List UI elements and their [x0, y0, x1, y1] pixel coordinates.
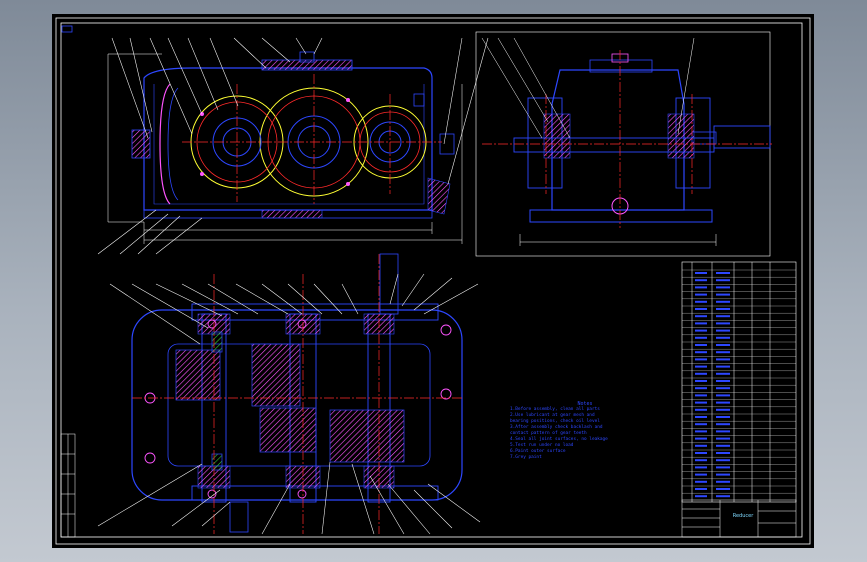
- parts-row-mark: [695, 473, 707, 476]
- note-line-7: 5.Test run under no load: [510, 443, 574, 448]
- parts-row-mark: [716, 416, 730, 418]
- parts-row-mark: [695, 394, 707, 397]
- parts-row-mark: [716, 387, 730, 390]
- parts-row-mark: [716, 380, 730, 382]
- title-block: [681, 499, 797, 538]
- parts-row-mark: [695, 387, 707, 390]
- parts-row-mark: [695, 495, 707, 498]
- front-view: [97, 37, 489, 255]
- note-line-9: 7.Grey paint: [510, 455, 542, 460]
- parts-row-mark: [695, 416, 707, 418]
- outer-frame: [55, 17, 811, 545]
- parts-row-mark: [716, 336, 730, 339]
- parts-row-mark: [716, 480, 730, 483]
- parts-row-mark: [716, 344, 730, 346]
- parts-row-mark: [716, 351, 730, 354]
- parts-row-mark: [695, 322, 707, 325]
- parts-row-mark: [716, 437, 730, 440]
- parts-row-mark: [695, 286, 707, 289]
- parts-row-mark: [716, 286, 730, 289]
- parts-row-mark: [695, 430, 707, 433]
- parts-row-mark: [695, 480, 707, 483]
- parts-row-mark: [716, 423, 730, 426]
- parts-row-mark: [716, 401, 730, 404]
- parts-row-mark: [695, 351, 707, 354]
- notes-title: Notes: [577, 401, 593, 407]
- parts-row-mark: [716, 394, 730, 397]
- parts-row-mark: [695, 459, 707, 462]
- parts-row-mark: [695, 293, 707, 296]
- side-view: [475, 31, 772, 257]
- parts-row-mark: [716, 358, 730, 361]
- parts-row-mark: [716, 300, 730, 303]
- drawing-sheet: Notes 1.Before assembly, clean all parts…: [52, 14, 814, 548]
- parts-row-mark: [695, 423, 707, 426]
- note-line-6: 4.Seal all joint surfaces, no leakage: [510, 437, 608, 442]
- parts-row-mark: [716, 272, 730, 274]
- parts-row-mark: [695, 380, 707, 382]
- note-line-5: contact pattern of gear teeth: [510, 431, 587, 436]
- parts-row-mark: [695, 336, 707, 339]
- cad-drawing: [55, 17, 811, 545]
- parts-row-mark: [695, 329, 707, 332]
- parts-row-mark: [716, 444, 730, 447]
- note-line-8: 6.Paint outer surface: [510, 449, 566, 454]
- corner-mark: [61, 25, 73, 33]
- note-line-3: bearing positions, check oil level: [510, 419, 600, 424]
- parts-row-mark: [716, 488, 730, 490]
- parts-row-mark: [695, 372, 707, 375]
- parts-row-mark: [716, 408, 730, 411]
- parts-row-mark: [716, 293, 730, 296]
- top-view: [97, 253, 481, 535]
- parts-row-mark: [716, 430, 730, 433]
- parts-row-mark: [716, 495, 730, 498]
- parts-row-mark: [716, 452, 730, 454]
- parts-row-mark: [695, 272, 707, 274]
- parts-row-mark: [695, 488, 707, 490]
- parts-row-mark: [695, 466, 707, 469]
- parts-row-mark: [716, 279, 730, 282]
- parts-row-mark: [716, 322, 730, 325]
- parts-row-mark: [695, 365, 707, 368]
- parts-row-mark: [695, 308, 707, 310]
- parts-row-mark: [716, 372, 730, 375]
- parts-row-mark: [716, 473, 730, 476]
- parts-row-mark: [695, 452, 707, 454]
- parts-row-mark: [695, 408, 707, 411]
- note-line-4: 3.After assembly check backlash and: [510, 425, 603, 430]
- parts-row-mark: [695, 279, 707, 282]
- parts-row-mark: [716, 329, 730, 332]
- parts-row-mark: [716, 308, 730, 310]
- parts-row-mark: [695, 315, 707, 318]
- parts-row-mark: [695, 344, 707, 346]
- parts-row-mark: [695, 358, 707, 361]
- parts-row-mark: [716, 315, 730, 318]
- technical-notes: Notes 1.Before assembly, clean all parts…: [510, 401, 660, 461]
- parts-row-mark: [695, 401, 707, 404]
- parts-row-mark: [695, 444, 707, 447]
- parts-row-mark: [716, 459, 730, 462]
- note-line-2: 2.Use lubricant at gear mesh and: [510, 413, 595, 418]
- parts-row-mark: [695, 437, 707, 440]
- parts-row-mark: [695, 300, 707, 303]
- left-margin-table: [60, 433, 76, 538]
- parts-row-mark: [716, 466, 730, 469]
- inner-frame: [60, 22, 803, 538]
- parts-row-mark: [716, 365, 730, 368]
- parts-list-table: [681, 261, 797, 503]
- note-line-1: 1.Before assembly, clean all parts: [510, 407, 600, 412]
- title-block-title: Reducer: [732, 513, 754, 519]
